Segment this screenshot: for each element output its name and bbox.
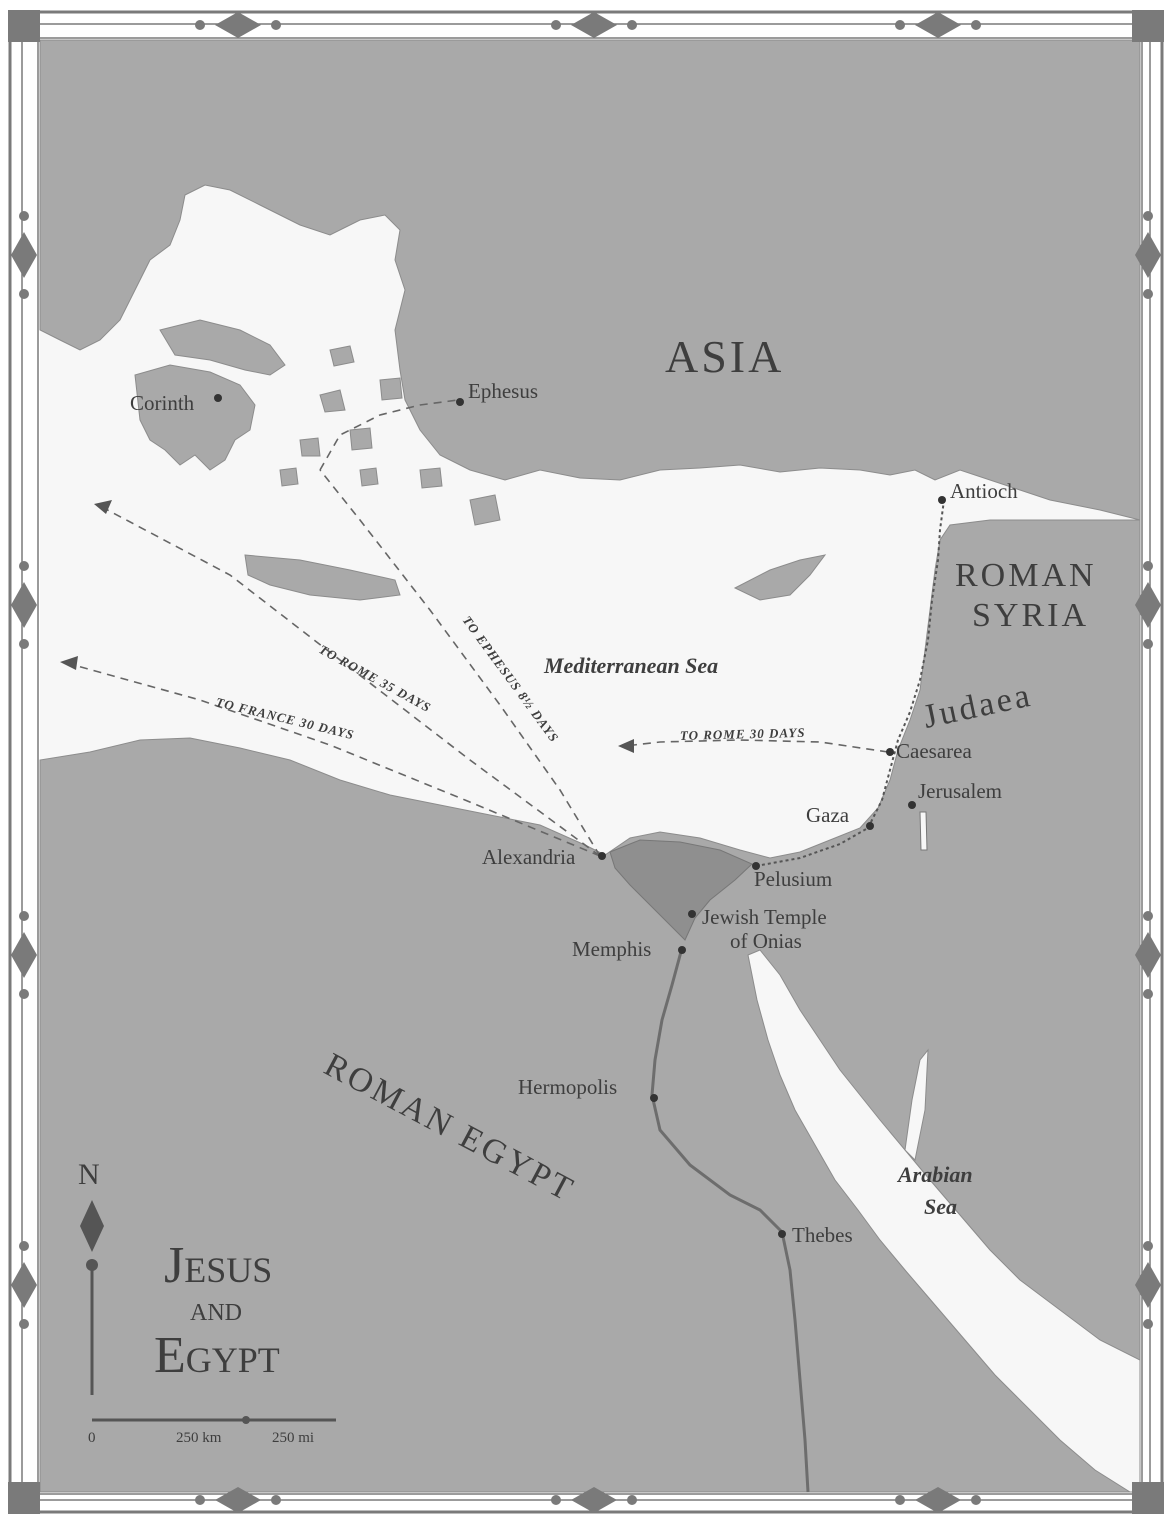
city-label-gaza: Gaza bbox=[806, 803, 850, 827]
land-north bbox=[39, 39, 1141, 521]
city-dot-hermopolis bbox=[650, 1094, 658, 1102]
city-label-jerusalem: Jerusalem bbox=[918, 779, 1002, 803]
city-dot-jerusalem bbox=[908, 801, 916, 809]
city-dot-pelusium bbox=[752, 862, 760, 870]
city-label-memphis: Memphis bbox=[572, 937, 651, 961]
map-title: Jesus and Egypt bbox=[154, 1237, 280, 1384]
route-label-to-rome-caesarea-path: TO ROME 30 DAYS bbox=[680, 725, 805, 743]
city-dot-corinth bbox=[214, 394, 222, 402]
sea-label-mediterranean: Mediterranean Sea bbox=[543, 653, 718, 678]
region-label-asia: ASIA bbox=[665, 331, 784, 382]
sea-label-arabian-2: Sea bbox=[924, 1194, 957, 1219]
city-dot-antioch bbox=[938, 496, 946, 504]
city-dot-jewish-temple bbox=[688, 910, 696, 918]
city-label-thebes: Thebes bbox=[792, 1223, 853, 1247]
region-label-roman-syria-2: SYRIA bbox=[972, 597, 1089, 634]
scale-bar: 0 250 km 250 mi bbox=[88, 1416, 336, 1446]
city-label-antioch: Antioch bbox=[950, 479, 1018, 503]
scale-km: 250 km bbox=[176, 1430, 222, 1446]
frame-ornaments bbox=[8, 10, 1164, 1514]
sea-label-arabian-1: Arabian bbox=[896, 1162, 973, 1187]
land-cyprus bbox=[733, 554, 827, 601]
city-dot-memphis bbox=[678, 946, 686, 954]
city-dot-alexandria bbox=[598, 852, 606, 860]
land-crete bbox=[244, 554, 401, 601]
city-dot-caesarea bbox=[886, 748, 894, 756]
city-label-jewish-temple-2: of Onias bbox=[730, 929, 802, 953]
compass-north-label: N bbox=[78, 1158, 100, 1191]
city-label-pelusium: Pelusium bbox=[754, 867, 832, 891]
title-line-3: Egypt bbox=[154, 1327, 280, 1384]
city-label-alexandria: Alexandria bbox=[482, 845, 576, 869]
city-dot-gaza bbox=[866, 822, 874, 830]
land-south bbox=[39, 519, 1141, 1493]
title-line-2: and bbox=[190, 1291, 242, 1328]
region-label-roman-syria-1: ROMAN bbox=[955, 557, 1097, 594]
scale-zero: 0 bbox=[88, 1430, 96, 1446]
city-label-caesarea: Caesarea bbox=[896, 739, 972, 763]
land-peloponnese bbox=[134, 364, 256, 471]
city-label-hermopolis: Hermopolis bbox=[518, 1075, 617, 1099]
route-label-to-rome-caesarea: TO ROME 30 DAYS bbox=[680, 725, 806, 743]
city-label-jewish-temple-1: Jewish Temple bbox=[702, 905, 827, 929]
city-label-ephesus: Ephesus bbox=[468, 379, 538, 403]
city-dot-ephesus bbox=[456, 398, 464, 406]
city-dot-thebes bbox=[778, 1230, 786, 1238]
city-label-corinth: Corinth bbox=[130, 391, 195, 415]
scale-mi: 250 mi bbox=[272, 1430, 314, 1446]
north-arrow-icon: N bbox=[78, 1158, 104, 1395]
title-line-1: Jesus bbox=[164, 1237, 272, 1294]
